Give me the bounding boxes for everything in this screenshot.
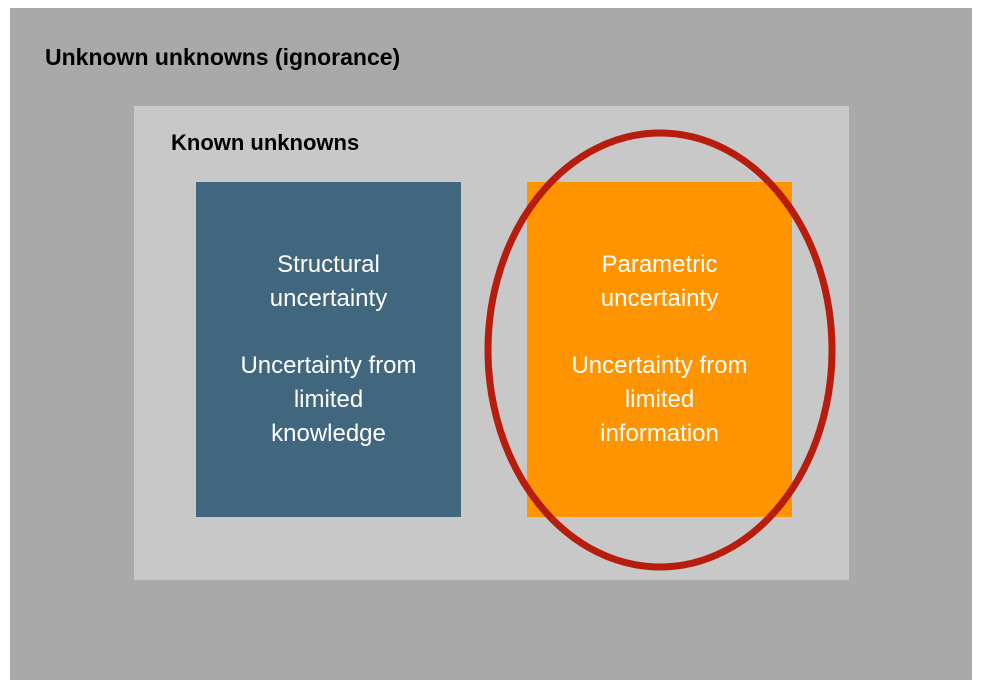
known-unknowns-title: Known unknowns bbox=[171, 130, 360, 155]
unknown-unknowns-title: Unknown unknowns (ignorance) bbox=[45, 44, 401, 70]
structural-uncertainty-box: Structural uncertainty Uncertainty from … bbox=[196, 182, 461, 517]
structural-uncertainty-description: Uncertainty from limited knowledge bbox=[240, 352, 417, 447]
parametric-uncertainty-heading: Parametric uncertainty bbox=[600, 251, 719, 312]
parametric-uncertainty-box: Parametric uncertainty Uncertainty from … bbox=[527, 182, 792, 517]
parametric-uncertainty-description: Uncertainty from limited information bbox=[571, 352, 748, 447]
structural-uncertainty-heading: Structural uncertainty bbox=[269, 251, 388, 312]
